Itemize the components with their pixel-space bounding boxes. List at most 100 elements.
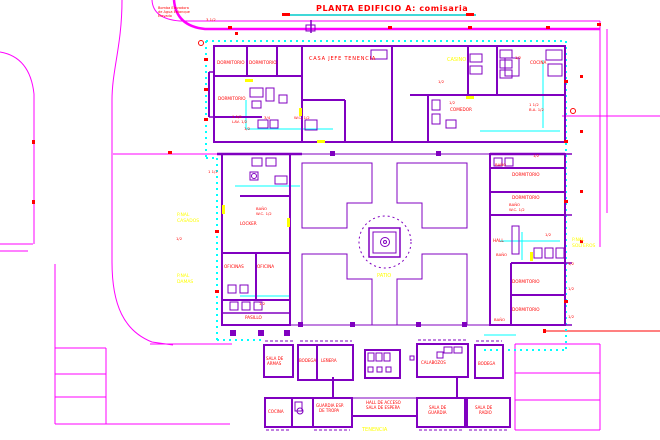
dim-tick [215, 230, 219, 233]
room-label: HALL [493, 238, 504, 243]
room-sala-armas [263, 344, 294, 378]
door-leaf [317, 140, 325, 143]
room-bodega-2 [474, 344, 504, 379]
planter-top-right [396, 162, 468, 229]
wall-rect [249, 87, 264, 98]
wall-rect [375, 352, 383, 362]
dim-tick [235, 32, 238, 35]
planter-bottom-left [301, 253, 373, 326]
fountain-center [380, 237, 390, 247]
plan-circle [383, 240, 387, 244]
note-annotation: Bomba Elevadora [158, 6, 189, 10]
dim-tick [204, 58, 208, 61]
dim-tick [228, 26, 232, 29]
zone-pnal-damas: DAMAS [177, 279, 193, 285]
zone-tenencia: TENENCIA [361, 427, 388, 433]
wall-rect [251, 157, 263, 167]
fixture-fill [416, 322, 421, 327]
room-label: W.C. 1/2 [509, 207, 525, 212]
wall-rect [547, 63, 563, 77]
zone-casino: CASINO [447, 57, 466, 63]
room-label: BAÑO [494, 317, 505, 322]
zone-pnal-solteros: SOLTEROS [572, 243, 596, 249]
wall-rect [533, 247, 543, 259]
room-lenera [316, 344, 354, 381]
room-label: GUARDIA ESP. [316, 403, 344, 408]
fountain-dashed-ring [358, 215, 412, 269]
dim-label: 1/2 [533, 153, 540, 158]
dim-label: 1 1/2 [529, 102, 539, 107]
wall-rect [504, 157, 514, 167]
dim-label: B.A. 1/2 [529, 107, 544, 112]
door-leaf [287, 218, 290, 227]
fixture-fill [298, 322, 303, 327]
zone-pnal-damas: P.NAL [177, 273, 190, 279]
wall-rect [253, 301, 263, 311]
wall-rect [409, 355, 415, 361]
room-label: DORMITORIO [512, 195, 540, 200]
room-label: DE TROPA [319, 408, 339, 413]
room-label: DORMITORIO [512, 172, 540, 177]
room-guardia-tropa [312, 397, 353, 428]
wall-rect [274, 175, 288, 185]
planter-top-left [301, 162, 373, 229]
dim-label: LAV. 1/2 [232, 119, 248, 124]
wall-rect [499, 59, 513, 69]
room-label: DORMITORIO [512, 279, 540, 284]
room-label: COCINA [268, 409, 284, 414]
door-leaf [222, 205, 225, 214]
dim-tick [564, 200, 568, 203]
room-sala-guardia [416, 397, 466, 428]
dim-tick [204, 88, 208, 91]
road-top-curb [172, 0, 600, 31]
dim-label: 3/4 [264, 115, 271, 120]
room-label: OFICINAS [224, 264, 244, 269]
gate-symbol [305, 24, 316, 32]
wall-rect [304, 119, 318, 131]
datum-symbol [198, 40, 204, 46]
dim-tick [32, 140, 35, 144]
zone-pnal-solteros: P.NAL [572, 237, 585, 243]
room-label: DORMITORIO [512, 307, 540, 312]
road-top-inner [151, 0, 600, 22]
wall-rect [229, 301, 239, 311]
wing-left [221, 153, 291, 326]
door-leaf [299, 108, 302, 116]
dim-label: 1/2 [515, 55, 522, 60]
dim-tick [546, 26, 550, 29]
wall-rect [453, 346, 463, 354]
drawing-title: PLANTA EDIFICIO A: comisaria [316, 4, 468, 13]
wall-rect [493, 157, 503, 167]
fixture-fill [462, 322, 467, 327]
wall-rect [367, 352, 375, 362]
fountain-outer [368, 227, 401, 258]
dim-label: 3 1/2 [206, 17, 216, 22]
room-label: BAÑO [496, 252, 507, 257]
dim-label: 1/2 [438, 79, 445, 84]
dim-label: 1/2 [259, 301, 266, 306]
wall-rect [367, 366, 374, 373]
room-label: LOCKER [240, 221, 257, 226]
fixture-fill [350, 322, 355, 327]
wall-rect [385, 366, 392, 373]
wall-rect [249, 171, 259, 181]
zone-pnal-casados: P.NAL [177, 212, 190, 218]
zone-patio: PATIO [377, 273, 391, 279]
wall-rect [499, 69, 513, 79]
wall-rect [241, 301, 251, 311]
wall-rect [265, 87, 275, 102]
room-label: DORMITORIO [217, 60, 245, 65]
dim-label: 1/2 [545, 232, 552, 237]
dim-tick [564, 140, 568, 143]
room-label: OFICINA [257, 264, 274, 269]
wall-rect [445, 119, 457, 129]
wall-rect [469, 53, 483, 63]
wall-rect [383, 352, 391, 362]
dim-tick [468, 26, 472, 29]
dim-label: 1/2 [568, 314, 575, 319]
wall-rect [443, 346, 453, 354]
dim-tick [564, 80, 568, 83]
room-label: BODEGA [299, 358, 317, 363]
fixture-fill [230, 330, 236, 336]
